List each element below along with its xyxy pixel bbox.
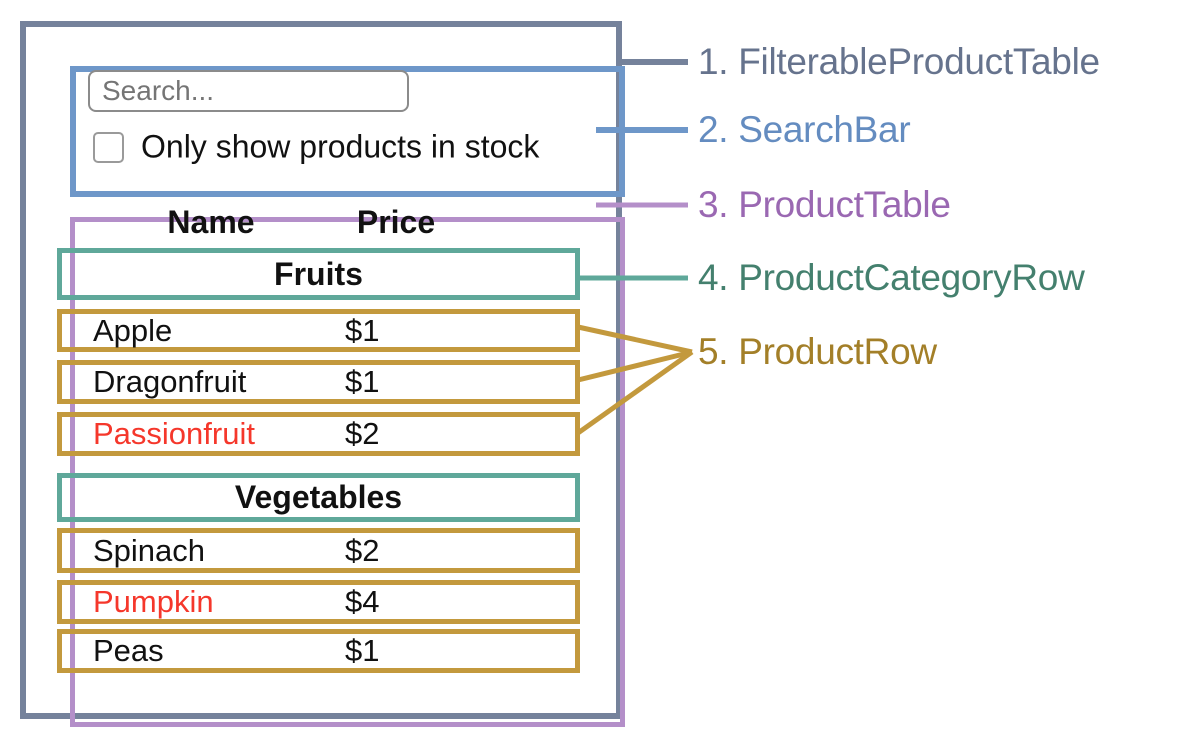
product-name: Apple [93, 312, 173, 348]
legend-item-search-bar: 2. SearchBar [698, 109, 911, 150]
legend-item-product-row: 5. ProductRow [698, 331, 937, 372]
product-price: $1 [345, 364, 380, 399]
product-name: Peas [93, 633, 164, 668]
product-name: Spinach [93, 532, 206, 568]
product-price: $2 [345, 532, 380, 568]
product-name: Pumpkin [93, 584, 214, 619]
product-price: $1 [345, 312, 380, 348]
product-row: Spinach $2 [57, 528, 580, 573]
column-header-price: Price [356, 204, 436, 240]
column-header-name: Name [167, 204, 255, 240]
category-label: Fruits [274, 255, 363, 292]
product-row: Apple $1 [57, 309, 580, 352]
product-category-row-fruits: Fruits [57, 248, 580, 300]
legend-item-product-category-row: 4. ProductCategoryRow [698, 257, 1085, 298]
product-price: $4 [345, 584, 380, 619]
product-row: Passionfruit $2 [57, 412, 580, 456]
product-price: $1 [345, 633, 380, 668]
in-stock-checkbox[interactable] [93, 132, 124, 163]
legend-item-product-table: 3. ProductTable [698, 184, 951, 225]
product-row: Peas $1 [57, 629, 580, 673]
product-name: Passionfruit [93, 416, 255, 451]
product-table-box [70, 217, 625, 727]
product-price: $2 [345, 416, 380, 451]
in-stock-checkbox-label: Only show products in stock [141, 128, 540, 165]
product-row: Pumpkin $4 [57, 580, 580, 624]
legend-item-filterable-product-table: 1. FilterableProductTable [698, 41, 1100, 82]
product-category-row-vegetables: Vegetables [57, 473, 580, 522]
product-row: Dragonfruit $1 [57, 360, 580, 404]
product-name: Dragonfruit [93, 364, 247, 399]
search-input[interactable] [88, 70, 409, 112]
category-label: Vegetables [234, 479, 403, 515]
